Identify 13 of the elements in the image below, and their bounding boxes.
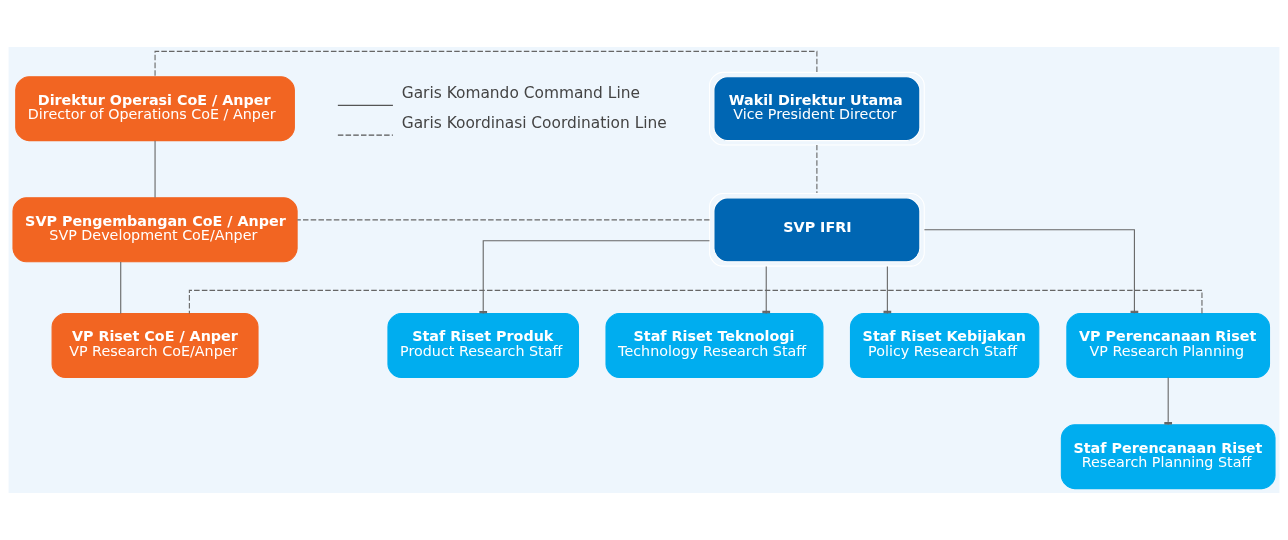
- connector: [154, 50, 818, 78]
- node-box: SVP Pengembangan CoE / Anper SVP Development CoE/Anper: [12, 197, 298, 263]
- connector: [296, 219, 710, 221]
- connector: [1164, 377, 1173, 426]
- legend-label: Garis Koordinasi Coordination Line: [401, 113, 667, 132]
- connector: [154, 140, 156, 199]
- node-box: Wakil Direktur Utama Vice President Director: [708, 71, 925, 146]
- node-box: Direktur Operasi CoE / Anper Director of Operations CoE / Anper: [15, 76, 295, 142]
- connector: [120, 261, 122, 314]
- legend-label: Garis Komando Command Line: [401, 83, 640, 102]
- connector: [816, 144, 818, 194]
- node-box: SVP IFRI: [708, 192, 925, 267]
- node-box: VP Riset CoE / Anper VP Research CoE/Anper: [51, 312, 259, 378]
